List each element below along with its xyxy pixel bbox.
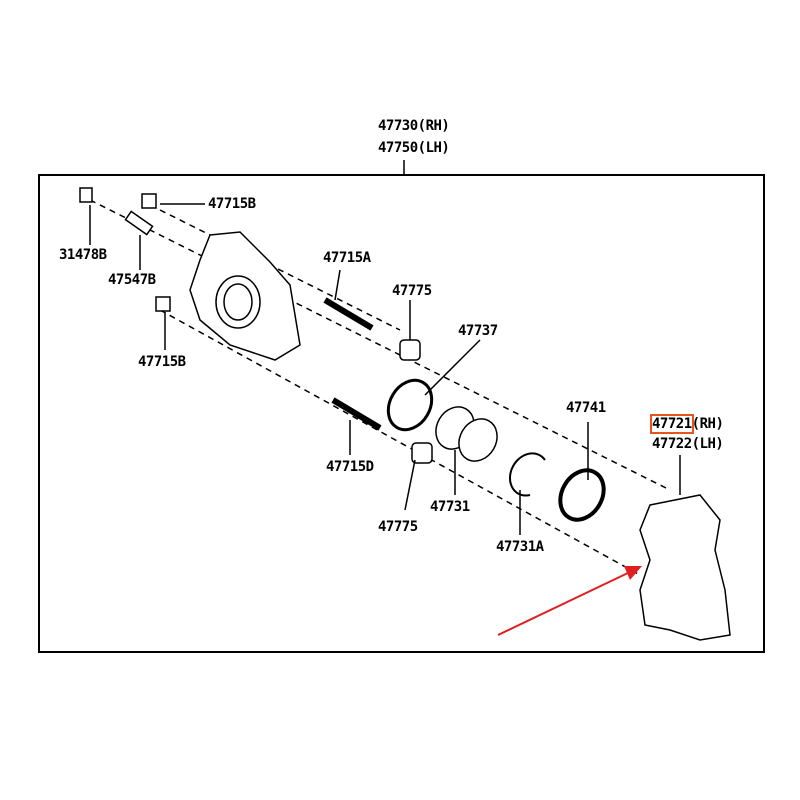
part-47731[interactable]: 47731 [430,499,470,515]
part-47715a[interactable]: 47715A [323,250,371,266]
highlight-box: 47721 [650,414,694,434]
part-47737[interactable]: 47737 [458,323,498,339]
boot-47775-top [399,339,421,361]
part-47715b-top[interactable]: 47715B [208,196,256,212]
pin-47715d [331,397,382,431]
boot-47775-bottom [411,442,433,464]
part-47722-lh[interactable]: 47722(LH) [652,436,724,452]
bleeder-cap-31478b [79,187,93,203]
bleeder-plug-47547b [124,210,154,236]
piston-seal-47737 [386,378,434,432]
bolt-47715b-top [141,193,157,209]
bolt-47715b-bottom [155,296,171,312]
part-47715d[interactable]: 47715D [326,459,374,475]
part-47731a[interactable]: 47731A [496,539,544,555]
assembly-label-rh[interactable]: 47730(RH) [378,118,450,134]
mounting-bracket [639,494,731,641]
assembly-label-lh[interactable]: 47750(LH) [378,140,450,156]
part-47715b-bottom[interactable]: 47715B [138,354,186,370]
pointer-arrow [497,566,642,636]
diagram-frame [38,174,765,653]
cylinder-boot-47741 [558,468,606,522]
part-47547b[interactable]: 47547B [108,272,156,288]
part-31478b[interactable]: 31478B [59,247,107,263]
part-47741[interactable]: 47741 [566,400,606,416]
part-47775-bottom[interactable]: 47775 [378,519,418,535]
pin-47715a [323,297,374,331]
snap-ring-47731a [509,452,546,497]
part-47721-rh[interactable]: 47721(RH) [650,414,724,434]
part-47775-top[interactable]: 47775 [392,283,432,299]
